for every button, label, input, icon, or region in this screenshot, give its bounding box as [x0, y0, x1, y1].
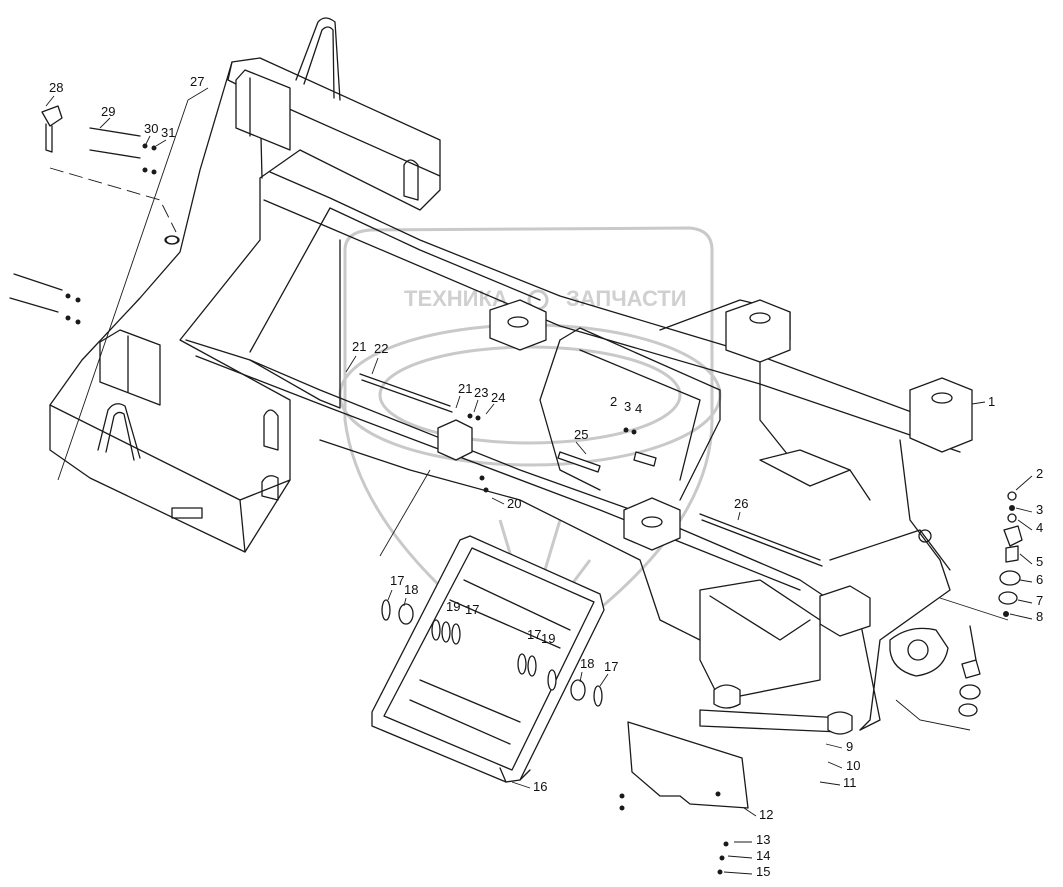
part-label-17: 17 — [527, 627, 541, 642]
part-label-4: 4 — [1036, 520, 1043, 535]
part-label-5: 5 — [1036, 554, 1043, 569]
bushings-17-19 — [381, 599, 603, 707]
part-label-23: 23 — [474, 385, 488, 400]
part-label-22: 22 — [374, 341, 388, 356]
part-label-2: 2 — [1036, 466, 1043, 481]
part-label-3: 3 — [1036, 502, 1043, 517]
part-label-3: 3 — [624, 399, 631, 414]
part-label-19: 19 — [446, 599, 460, 614]
part-label-7: 7 — [1036, 593, 1043, 608]
counterweight — [49, 17, 441, 553]
part-label-21: 21 — [458, 381, 472, 396]
part-label-25: 25 — [574, 427, 588, 442]
part-label-4: 4 — [635, 401, 642, 416]
part-label-26: 26 — [734, 496, 748, 511]
part-label-27: 27 — [190, 74, 204, 89]
watermark-text-left: ТЕХНИКА — [404, 286, 508, 311]
part-label-20: 20 — [507, 496, 521, 511]
part-label-28: 28 — [49, 80, 63, 95]
part-label-8: 8 — [1036, 609, 1043, 624]
watermark-text-right: ЗАПЧАСТИ — [566, 286, 687, 311]
hardware-stack-2-8 — [958, 491, 1023, 717]
part-label-29: 29 — [101, 104, 115, 119]
part-label-17: 17 — [390, 573, 404, 588]
part-label-15: 15 — [756, 864, 770, 879]
part-label-12: 12 — [759, 807, 773, 822]
part-label-21: 21 — [352, 339, 366, 354]
part-label-30: 30 — [144, 121, 158, 136]
part-label-16: 16 — [533, 779, 547, 794]
part-label-18: 18 — [404, 582, 418, 597]
part-label-11: 11 — [843, 775, 857, 790]
part-label-24: 24 — [491, 390, 505, 405]
part-label-1: 1 — [988, 394, 995, 409]
sub-frame — [371, 535, 605, 783]
part-label-18: 18 — [580, 656, 594, 671]
part-label-17: 17 — [465, 602, 479, 617]
part-label-31: 31 — [161, 125, 175, 140]
eye-bolt-28 — [41, 105, 63, 153]
leader-lines — [45, 87, 1033, 875]
part-label-9: 9 — [846, 739, 853, 754]
small-fasteners — [467, 413, 729, 875]
bolt-set-29-31 — [9, 127, 157, 325]
part-label-19: 19 — [541, 631, 555, 646]
part-label-17: 17 — [604, 659, 618, 674]
part-label-14: 14 — [756, 848, 770, 863]
main-frame — [9, 105, 973, 731]
part-label-10: 10 — [846, 758, 860, 773]
part-label-13: 13 — [756, 832, 770, 847]
cover-plate-12 — [627, 684, 853, 809]
part-label-2: 2 — [610, 394, 617, 409]
part-label-6: 6 — [1036, 572, 1043, 587]
